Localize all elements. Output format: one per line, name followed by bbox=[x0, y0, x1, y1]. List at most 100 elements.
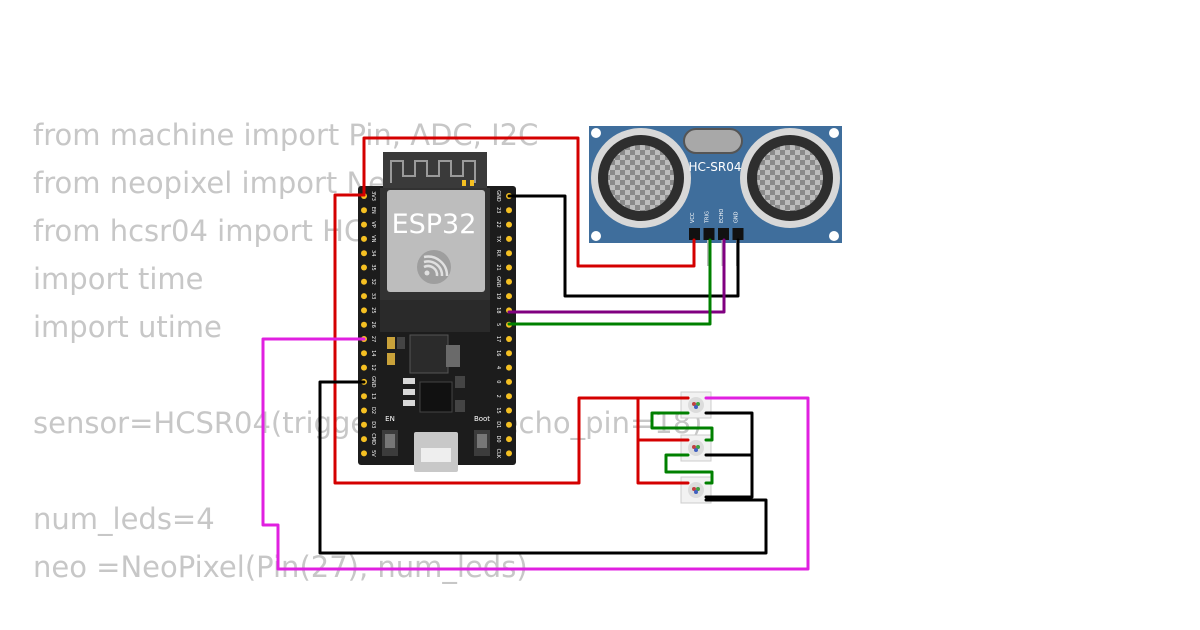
hc-sr04-pin-VCC[interactable] bbox=[689, 228, 700, 240]
esp32-pin-left-14[interactable] bbox=[361, 350, 367, 357]
esp32-pin-right-16[interactable] bbox=[506, 350, 512, 357]
esp32-pin-left-12[interactable] bbox=[361, 364, 367, 371]
esp32-pin-label: 3V3 bbox=[370, 191, 376, 201]
esp32-pin-right-19[interactable] bbox=[506, 293, 512, 300]
esp32-pin-right-GND[interactable] bbox=[506, 278, 512, 285]
esp32-pin-right-4[interactable] bbox=[506, 364, 512, 371]
esp32-pin-label: 19 bbox=[495, 293, 501, 299]
boot-button-label: Boot bbox=[474, 415, 490, 423]
esp32-pin-label: 5 bbox=[495, 323, 501, 326]
wire-gnd-led[interactable] bbox=[318, 380, 768, 555]
esp32-pin-left-5V[interactable] bbox=[361, 450, 367, 457]
neopixel-die bbox=[696, 445, 700, 449]
esp32-pin-label: EN bbox=[370, 207, 376, 214]
en-button-label: EN bbox=[385, 415, 395, 423]
esp32-board[interactable]: ESP32 bbox=[358, 152, 516, 472]
boot-button[interactable] bbox=[474, 430, 490, 456]
esp32-pin-label: 2 bbox=[495, 395, 501, 398]
esp32-pin-label: CLK bbox=[495, 449, 501, 459]
wire-3v3-led[interactable] bbox=[333, 193, 690, 485]
code-line-1: from machine import Pin, ADC, I2C bbox=[33, 118, 539, 152]
neopixel-die bbox=[692, 487, 696, 491]
esp32-pin-label: 21 bbox=[495, 264, 501, 270]
wires bbox=[261, 136, 810, 571]
hc-sr04-pin-ECHO[interactable] bbox=[718, 228, 729, 240]
hc-sr04-pin-label: VCC bbox=[690, 212, 696, 223]
esp32-pin-right-15[interactable] bbox=[506, 407, 512, 414]
esp32-label: ESP32 bbox=[392, 209, 477, 240]
neopixel-die bbox=[692, 445, 696, 449]
esp32-shield bbox=[387, 190, 485, 292]
wire-pin27-din[interactable] bbox=[261, 337, 810, 571]
esp32-pin-label: VN bbox=[370, 235, 376, 242]
code-line-10: neo =NeoPixel(Pin(27), num_leds) bbox=[33, 550, 528, 584]
esp32-pin-right-23[interactable] bbox=[506, 207, 512, 214]
neopixel-die bbox=[696, 487, 700, 491]
wire-pin5-trig[interactable] bbox=[507, 238, 712, 326]
esp32-pin-label: 17 bbox=[495, 336, 501, 342]
hc-sr04-pin-label: GND bbox=[734, 211, 740, 223]
esp32-pin-right-17[interactable] bbox=[506, 336, 512, 342]
esp32-pin-label: 0 bbox=[495, 380, 501, 383]
hc-sr04-pin-label: TRIG bbox=[705, 211, 711, 224]
esp32-pin-right-D0[interactable] bbox=[506, 436, 512, 443]
wire-pin18-echo[interactable] bbox=[507, 238, 726, 314]
esp32-pin-label: CMD bbox=[370, 433, 376, 445]
esp32-pin-left-26[interactable] bbox=[361, 321, 367, 328]
esp32-pin-left-35[interactable] bbox=[361, 264, 367, 271]
esp32-pin-right-21[interactable] bbox=[506, 264, 512, 271]
esp32-pin-left-D3[interactable] bbox=[361, 421, 367, 428]
esp32-pin-right-TX[interactable] bbox=[506, 235, 512, 242]
esp32-pin-label: 25 bbox=[370, 307, 376, 313]
neopixel-die bbox=[694, 490, 698, 494]
hc-sr04-pin-label: ECHO bbox=[719, 209, 725, 223]
esp32-pin-left-D2[interactable] bbox=[361, 407, 367, 414]
esp32-pin-label: D1 bbox=[495, 421, 501, 428]
esp32-pin-label: 15 bbox=[495, 407, 501, 413]
esp32-pin-left-13[interactable] bbox=[361, 393, 367, 400]
esp32-pin-label: 18 bbox=[495, 307, 501, 313]
esp32-pin-left-33[interactable] bbox=[361, 293, 367, 300]
esp32-pin-left-CMD[interactable] bbox=[361, 436, 367, 443]
esp32-pin-label: D0 bbox=[495, 436, 501, 443]
neopixel-die bbox=[694, 448, 698, 452]
esp32-pin-left-VP[interactable] bbox=[361, 221, 367, 228]
crystal-oscillator bbox=[683, 128, 743, 154]
esp32-pin-label: GND bbox=[495, 276, 501, 288]
esp32-pin-right-0[interactable] bbox=[506, 378, 512, 385]
esp32-pin-label: D3 bbox=[370, 421, 376, 428]
esp32-pin-label: RX bbox=[495, 250, 501, 257]
esp32-pin-right-2[interactable] bbox=[506, 393, 512, 400]
esp32-pin-left-32[interactable] bbox=[361, 278, 367, 285]
esp32-pin-label: 14 bbox=[370, 350, 376, 356]
antenna-trace bbox=[390, 160, 476, 183]
wire-led-gnd-chain[interactable] bbox=[704, 411, 754, 499]
ultrasonic-transmitter bbox=[591, 128, 691, 228]
espressif-logo-icon bbox=[417, 250, 451, 284]
wire-led-data-chain[interactable] bbox=[650, 411, 714, 485]
wire-3v3-vcc[interactable] bbox=[362, 136, 696, 268]
esp32-pin-label: 12 bbox=[370, 364, 376, 370]
esp32-pin-label: 16 bbox=[495, 350, 501, 356]
hc-sr04-pin-TRIG[interactable] bbox=[703, 228, 715, 240]
code-line-9: num_leds=4 bbox=[33, 502, 215, 536]
esp32-pin-left-34[interactable] bbox=[361, 250, 367, 257]
wire-led-vdd-chain[interactable] bbox=[636, 396, 690, 485]
neopixel-strip bbox=[680, 391, 712, 504]
esp32-pin-label: 34 bbox=[370, 250, 376, 256]
esp32-pin-right-D1[interactable] bbox=[506, 421, 512, 428]
wire-gnd-sensor[interactable] bbox=[507, 194, 740, 298]
ultrasonic-receiver bbox=[740, 128, 840, 228]
en-button[interactable] bbox=[382, 430, 398, 456]
esp32-pin-left-EN[interactable] bbox=[361, 207, 367, 214]
esp32-pin-right-RX[interactable] bbox=[506, 250, 512, 257]
code-line-4: import time bbox=[33, 262, 204, 296]
esp32-pin-right-CLK[interactable] bbox=[506, 450, 512, 457]
hc-sr04-pin-GND[interactable] bbox=[732, 228, 744, 240]
esp32-pin-left-VN[interactable] bbox=[361, 235, 367, 242]
esp32-pin-label: GND bbox=[370, 376, 376, 388]
esp32-pin-left-25[interactable] bbox=[361, 307, 367, 314]
esp32-pin-right-22[interactable] bbox=[506, 221, 512, 228]
